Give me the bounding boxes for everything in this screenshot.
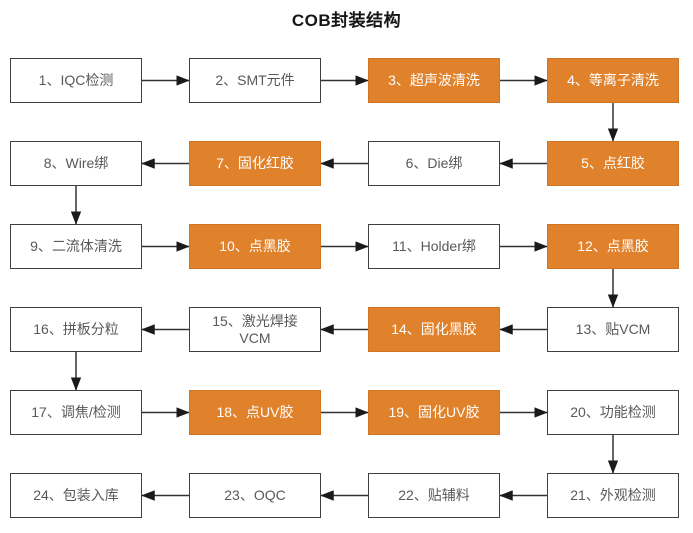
flow-node-17: 17、调焦/检测 (10, 390, 142, 435)
flow-node-4: 4、等离子清洗 (547, 58, 679, 103)
flow-node-5: 5、点红胶 (547, 141, 679, 186)
flow-node-23: 23、OQC (189, 473, 321, 518)
flow-node-21: 21、外观检测 (547, 473, 679, 518)
flow-node-14: 14、固化黑胶 (368, 307, 500, 352)
flow-node-8: 8、Wire绑 (10, 141, 142, 186)
flow-node-9: 9、二流体清洗 (10, 224, 142, 269)
flow-node-12: 12、点黑胶 (547, 224, 679, 269)
flow-node-13: 13、贴VCM (547, 307, 679, 352)
diagram-title: COB封装结构 (291, 11, 402, 30)
flow-node-22: 22、贴辅料 (368, 473, 500, 518)
flow-node-24: 24、包装入库 (10, 473, 142, 518)
flow-node-10: 10、点黑胶 (189, 224, 321, 269)
flow-node-2: 2、SMT元件 (189, 58, 321, 103)
flow-node-7: 7、固化红胶 (189, 141, 321, 186)
flow-node-11: 11、Holder绑 (368, 224, 500, 269)
flow-node-3: 3、超声波清洗 (368, 58, 500, 103)
flow-node-6: 6、Die绑 (368, 141, 500, 186)
flow-node-16: 16、拼板分粒 (10, 307, 142, 352)
flow-node-19: 19、固化UV胶 (368, 390, 500, 435)
flow-node-18: 18、点UV胶 (189, 390, 321, 435)
flow-node-15: 15、激光焊接 VCM (189, 307, 321, 352)
flow-node-1: 1、IQC检测 (10, 58, 142, 103)
flow-node-20: 20、功能检测 (547, 390, 679, 435)
